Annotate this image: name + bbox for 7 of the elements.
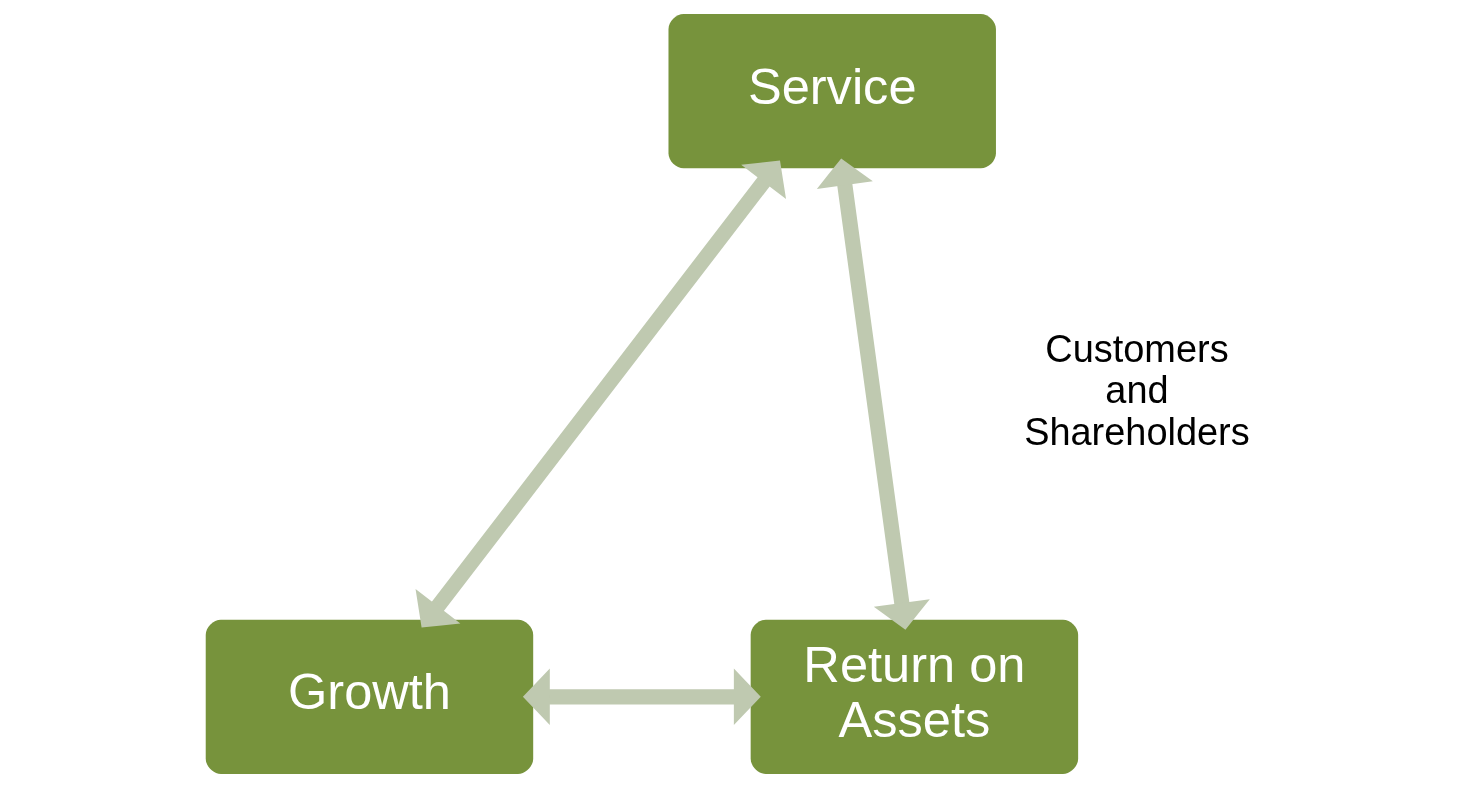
arrow	[415, 160, 787, 628]
arrow	[522, 668, 761, 725]
node-box: Service	[668, 13, 996, 168]
label: Customers and Shareholders	[1024, 327, 1250, 453]
node-box: Growth	[205, 619, 534, 774]
arrow	[816, 157, 930, 630]
node-box: Return on Assets	[750, 619, 1079, 774]
